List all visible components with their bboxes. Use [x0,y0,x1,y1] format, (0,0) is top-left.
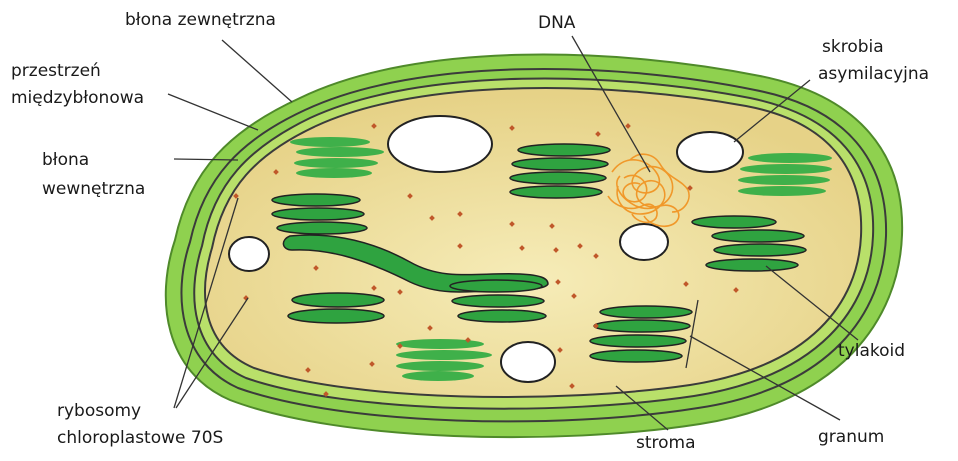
leader-outer-membrane [222,40,292,102]
thylakoid [714,244,806,256]
label-dna: DNA [538,12,575,34]
thylakoid [510,186,602,198]
thylakoid [748,153,832,163]
thylakoid [712,230,804,242]
leader-intermembrane [168,94,258,130]
thylakoid [600,306,692,318]
thylakoid [296,147,384,157]
thylakoid [706,259,798,271]
thylakoid [402,371,474,381]
starch-grain [677,132,743,172]
thylakoid [296,168,372,178]
thylakoid [396,350,492,360]
label-intermembrane-line1: przestrzeń [11,60,101,82]
label-thylakoid: tylakoid [838,340,905,362]
starch-grain [620,224,668,260]
thylakoid [272,208,364,220]
thylakoid [510,172,606,184]
label-granum: granum [818,426,884,448]
thylakoid [290,137,370,147]
starch-grain [501,342,555,382]
label-ribosomes-line2: chloroplastowe 70S [57,427,223,449]
label-starch-line1: skrobia [822,36,884,58]
thylakoid [292,293,384,307]
thylakoid [272,194,360,206]
thylakoid [594,320,690,332]
label-inner-membrane-line1: błona [42,149,89,171]
thylakoid [590,350,682,362]
label-outer-membrane: błona zewnętrzna [125,9,276,31]
label-stroma: stroma [636,432,696,454]
thylakoid [396,339,484,349]
thylakoid [738,186,826,196]
thylakoid [740,164,832,174]
starch-grain [229,237,269,271]
thylakoid [277,222,367,234]
thylakoid [288,309,384,323]
thylakoid [294,158,378,168]
thylakoid [518,144,610,156]
thylakoid [458,310,546,322]
label-inner-membrane-line2: wewnętrzna [42,178,145,200]
label-ribosomes-line1: rybosomy [57,400,141,422]
thylakoid [738,175,830,185]
starch-grain [388,116,492,172]
thylakoid [590,335,686,347]
label-starch-line2: asymilacyjna [818,63,929,85]
thylakoid [450,280,542,292]
thylakoid [452,295,544,307]
thylakoid [396,361,484,371]
thylakoid [512,158,608,170]
thylakoid [692,216,776,228]
label-intermembrane-line2: międzybłonowa [11,87,144,109]
